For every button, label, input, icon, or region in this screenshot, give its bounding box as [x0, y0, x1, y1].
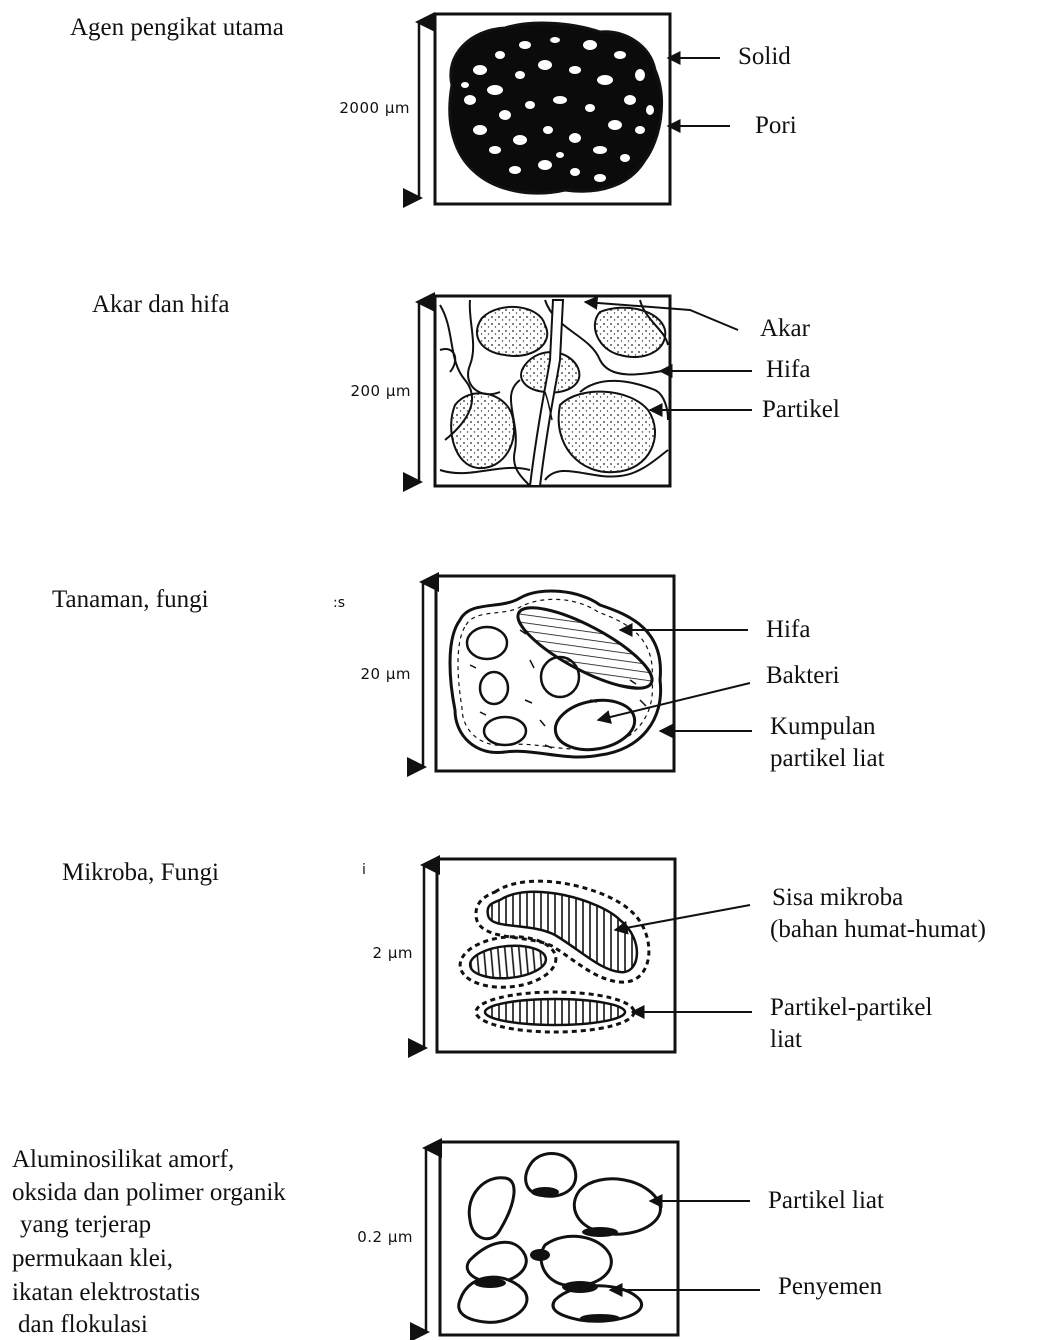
- binding-agent-label: Aluminosilikat amorf,: [12, 1145, 234, 1175]
- binding-agent-label: dan flokulasi: [18, 1310, 148, 1340]
- leader-line: [615, 905, 750, 930]
- binding-agent-label: ikatan elektrostatis: [12, 1278, 200, 1308]
- stray-mark: :s: [333, 595, 345, 611]
- panel-1-drawing: [419, 14, 730, 204]
- panel-4-drawing: [424, 859, 752, 1052]
- binding-agent-label: yang terjerap: [20, 1210, 151, 1240]
- panel-2-drawing: [419, 296, 752, 486]
- scale-label: 2000 µm: [300, 99, 410, 117]
- aggregate-solid: [450, 23, 662, 193]
- callout-clay-cluster-line2: partikel liat: [770, 744, 885, 774]
- callout-clay-particles: Partikel-partikel: [770, 993, 932, 1023]
- callout-particle: Partikel: [762, 395, 840, 425]
- panel-5-drawing: [426, 1142, 760, 1335]
- callout-microbial-residue-line2: (bahan humat-humat): [770, 915, 986, 945]
- binding-agent-label: Agen pengikat utama: [70, 13, 284, 43]
- callout-root: Akar: [760, 314, 810, 344]
- scale-label: 20 µm: [301, 665, 411, 683]
- callout-clay-particles-line2: liat: [770, 1025, 802, 1055]
- callout-clay-cluster: Kumpulan: [770, 712, 876, 742]
- binding-agent-label: Tanaman, fungi: [52, 585, 209, 615]
- callout-pore: Pori: [755, 111, 797, 141]
- scale-label: 0.2 µm: [303, 1228, 413, 1246]
- callout-hypha: Hifa: [766, 355, 810, 385]
- binding-agent-label: Akar dan hifa: [92, 290, 229, 320]
- binding-agent-label: Mikroba, Fungi: [62, 858, 219, 888]
- binding-agent-label: oksida dan polimer organik: [12, 1178, 286, 1208]
- callout-microbial-residue: Sisa mikroba: [772, 883, 903, 913]
- clay-particles: [485, 999, 625, 1025]
- callout-solid: Solid: [738, 42, 791, 72]
- microbial-residue: [469, 943, 547, 982]
- binding-agent-label: permukaan klei,: [12, 1244, 173, 1274]
- callout-bacteria: Bakteri: [766, 661, 840, 691]
- scale-label: 2 µm: [303, 944, 413, 962]
- stray-mark: i: [362, 862, 366, 878]
- scale-label: 200 µm: [301, 382, 411, 400]
- clay-plates: [459, 1154, 661, 1323]
- callout-cement: Penyemen: [778, 1272, 882, 1302]
- callout-hypha: Hifa: [766, 615, 810, 645]
- panel-3-drawing: [423, 576, 752, 771]
- callout-clay-particle: Partikel liat: [768, 1186, 884, 1216]
